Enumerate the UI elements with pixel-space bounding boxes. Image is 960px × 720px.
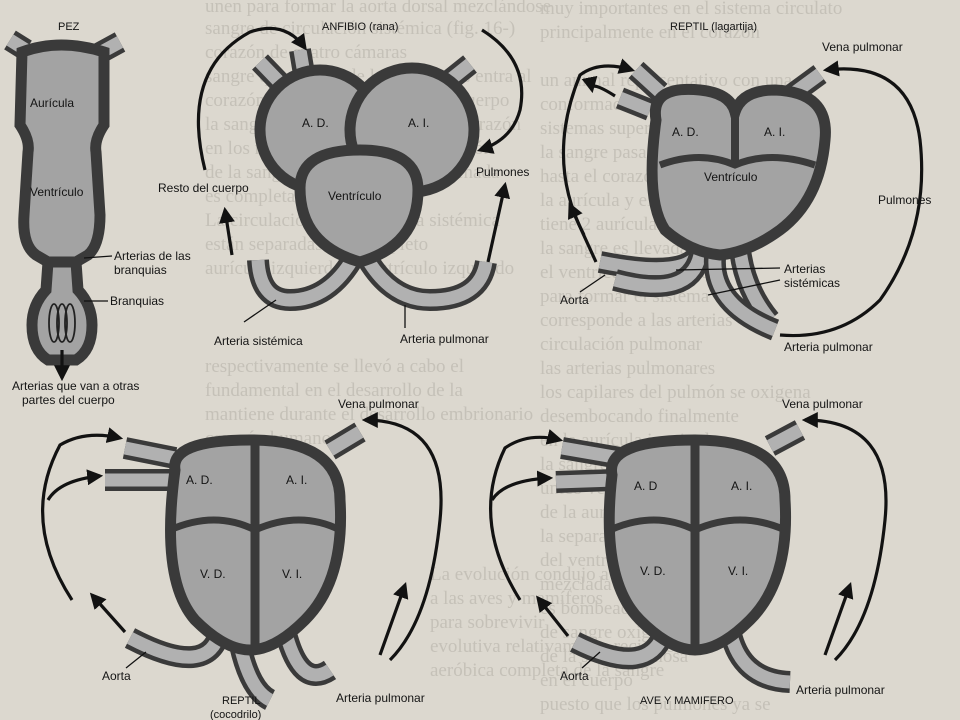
panel-fish: PEZ Aurícula Ventrículo Arterias de las … (4, 21, 191, 407)
label-pulmonary-artery: Arteria pulmonar (796, 683, 885, 697)
label-pulmonary-artery: Arteria pulmonar (400, 332, 489, 346)
label-pulmonary-artery: Arteria pulmonar (336, 691, 425, 705)
label-ra: A. D. (302, 116, 329, 130)
leader-line (579, 274, 606, 293)
leader-line (243, 299, 277, 323)
panel-title: REPTIL (lagartija) (670, 21, 757, 33)
bg-line: fundamental en el desarrollo de la (205, 380, 464, 401)
label-lv: V. I. (282, 567, 302, 581)
bg-line: desembocando finalmente (540, 406, 739, 427)
panel-reptile-crocodile: A. D. A. I. V. D. V. I. Vena pulmonar Ao… (41, 397, 443, 720)
label-aorta: Aorta (560, 293, 589, 307)
label-pulmonary-vein: Vena pulmonar (338, 397, 419, 411)
panel-bird-mammal: A. D A. I. V. D. V. I. Vena pulmonar Aor… (489, 397, 888, 707)
label-la: A. I. (286, 473, 307, 487)
ventricle (294, 144, 424, 268)
flow-arrow-body-return (41, 427, 124, 601)
flow-arrow-lungs (779, 60, 924, 338)
leader-line (675, 267, 781, 271)
label-pulmonary-vein: Vena pulmonar (782, 397, 863, 411)
flow-arrow-aorta (89, 592, 127, 634)
label-lungs: Pulmones (476, 165, 529, 179)
flow-arrow-body-return (489, 429, 564, 601)
bg-line: corresponde a las arterias (540, 310, 733, 331)
label-body-arteries-2: partes del cuerpo (22, 393, 115, 407)
label-ventricle: Ventrículo (328, 189, 382, 203)
label-la: A. I. (731, 479, 752, 493)
label-la: A. I. (764, 125, 785, 139)
bg-line: unen para formar la aorta dorsal mezclán… (205, 0, 551, 17)
label-systemic-arteries-2: sistémicas (784, 276, 840, 290)
bg-line: circulación pulmonar (540, 334, 703, 355)
av-boundary (658, 154, 817, 169)
lizard-heart (646, 83, 831, 261)
label-rest-of-body: Resto del cuerpo (158, 181, 249, 195)
flow-arrow-aorta (568, 202, 598, 263)
label-rv: V. D. (200, 567, 226, 581)
bg-line: un animal representativo con una (540, 70, 793, 91)
panel-reptile-lizard: REPTIL (lagartija) A. D. A. I. Ventrícul… (560, 21, 931, 354)
av-boundary (608, 516, 787, 534)
label-systemic-artery: Arteria sistémica (214, 334, 303, 348)
bg-line: las arterias pulmonares (540, 358, 715, 379)
bg-line: puesto que los pulmones ya se (540, 694, 771, 715)
label-la: A. I. (408, 116, 429, 130)
label-ventricle: Ventrículo (30, 185, 84, 199)
label-auricle: Aurícula (30, 96, 74, 110)
leader-line (581, 651, 601, 669)
gills-icon (48, 303, 76, 343)
panel-subtitle: (cocodrilo) (210, 709, 261, 720)
bg-line: en el cuerpo (540, 670, 633, 691)
label-lv: V. I. (728, 564, 748, 578)
label-rv: V. D. (640, 564, 666, 578)
label-aorta: Aorta (102, 669, 131, 683)
panel-title: PEZ (58, 21, 80, 33)
leader-line (125, 651, 147, 669)
label-ra: A. D (634, 479, 658, 493)
panel-amphibian: ANFIBIO (rana) A. D. A. I. Ventrículo Re… (158, 21, 529, 348)
label-body-arteries-1: Arterias que van a otras (12, 379, 139, 393)
flow-arrow-body-return (196, 26, 307, 171)
fish-gill-trunk (26, 256, 98, 366)
leader-line (707, 279, 781, 296)
bg-line: sangre de circulación sistémica (fig. 16… (205, 18, 515, 39)
label-ventricle: Ventrículo (704, 170, 758, 184)
flow-arrow-to-body (219, 206, 235, 256)
bg-line: para sobrevivir (430, 612, 545, 633)
bg-line: respectivamente se llevó a cabo el (205, 356, 464, 377)
panel-title: REPTIL (222, 695, 261, 707)
label-aorta: Aorta (560, 669, 589, 683)
flow-arrow-aorta (536, 595, 570, 637)
label-gill-arteries-2: branquias (114, 263, 167, 277)
label-pulmonary-artery: Arteria pulmonar (784, 340, 873, 354)
flow-arrow-to-lungs (486, 181, 511, 263)
flow-arrow-lungs-return (476, 28, 524, 154)
label-ra: A. D. (672, 125, 699, 139)
bg-line: principalmente en el corazón (540, 22, 760, 43)
label-systemic-arteries-1: Arterias (784, 262, 825, 276)
panel-title: ANFIBIO (rana) (322, 21, 398, 33)
flow-arrow-lungs (801, 412, 888, 662)
label-gill-arteries-1: Arterias de las (114, 249, 191, 263)
flow-arrow-pulm (823, 581, 854, 656)
flow-arrow-pulm (378, 581, 409, 656)
label-pulmonary-vein: Vena pulmonar (822, 40, 903, 54)
fish-heart-tube (14, 39, 110, 268)
label-lungs: Pulmones (878, 193, 931, 207)
flow-arrow-return-2 (490, 470, 554, 501)
bg-line: a las aves y mamíferos (430, 588, 603, 609)
av-boundary (168, 516, 342, 534)
label-ra: A. D. (186, 473, 213, 487)
flow-arrow-return-2 (46, 469, 104, 501)
label-gills: Branquias (110, 294, 164, 308)
leader-line (83, 255, 113, 259)
bg-line: muy importantes en el sistema circulato (540, 0, 842, 19)
flow-arrow-return-2 (581, 75, 616, 98)
bg-line: los capilares del pulmón se oxigena (540, 382, 811, 403)
panel-title: AVE Y MAMIFERO (640, 695, 734, 707)
flow-arrow-lungs (361, 412, 443, 662)
flow-arrow-body-return (561, 58, 636, 236)
